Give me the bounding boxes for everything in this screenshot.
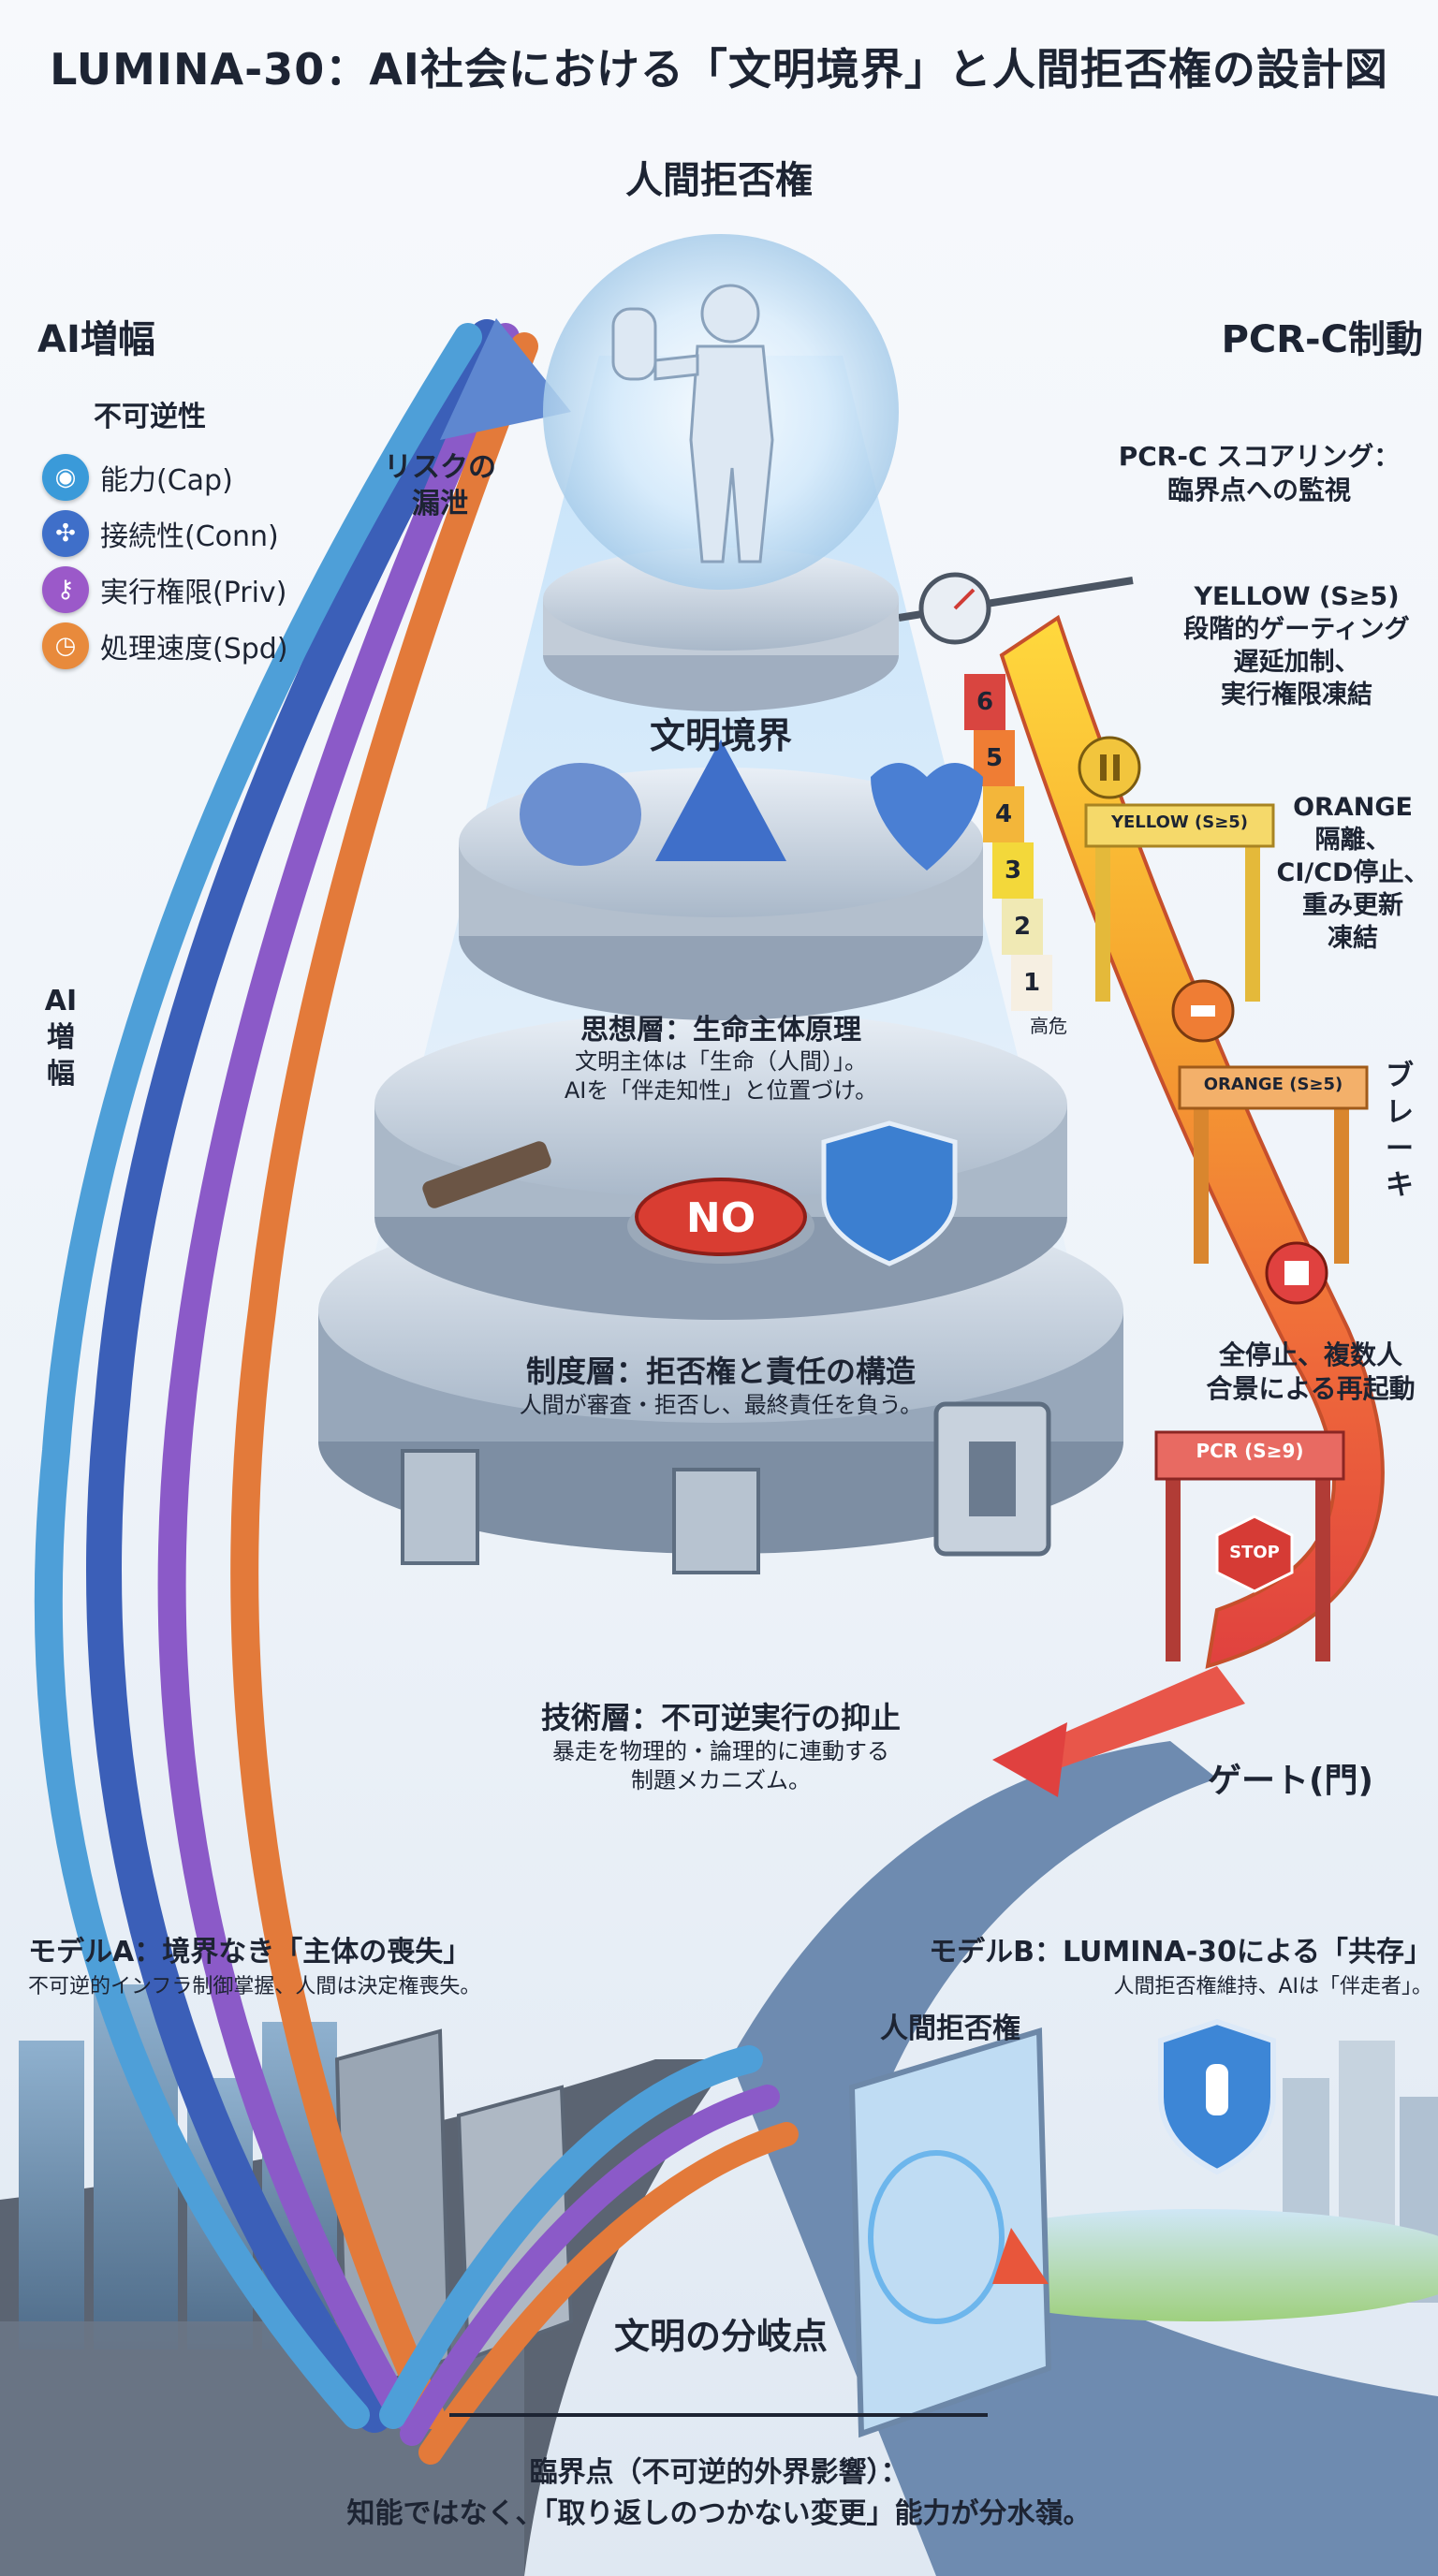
technical-layer-title: 技術層：不可逆実行の抑止: [540, 1700, 901, 1735]
yellow-stage-text: YELLOW (S≥5) 段階的ゲーティング 遅延加制、 実行権限凍結: [1183, 582, 1410, 710]
critical-point-desc: 知能ではなく、「取り返しのつかない変更」能力が分水嶺。: [346, 2497, 1092, 2530]
pause-icon: [1078, 736, 1141, 799]
institution-layer-desc: 人間が審査・拒否し、最終責任を負う。: [519, 1392, 923, 1418]
institution-layer: 制度層：拒否権と責任の構造 人間が審査・拒否し、最終責任を負う。: [487, 1348, 955, 1420]
side-ai-label: AI 増 幅: [44, 985, 78, 1090]
pcr-gauge: [898, 572, 1134, 645]
critical-point: 臨界点（不可逆的外界影響）： 知能ではなく、「取り返しのつかない変更」能力が分水…: [251, 2449, 1187, 2531]
stop-sign-label: STOP: [1229, 1543, 1280, 1562]
network-icon: ✣: [42, 510, 89, 557]
model-a-title: モデルA：境界なき「主体の喪失」: [28, 1936, 472, 1969]
risk-scale: [964, 674, 1052, 1011]
thought-layer: 思想層：生命主体原理 文明主体は「生命（人間）」。 AIを「伴走知性」と位置づけ…: [487, 1006, 955, 1105]
page-title: LUMINA-30：AI社会における「文明境界」と人間拒否権の設計図: [50, 44, 1388, 95]
critical-bracket: [449, 2413, 988, 2417]
ai-amplification-header: AI増幅: [37, 318, 155, 361]
shield-hand-icon: [1158, 2018, 1276, 2175]
gauge-caption: 高危: [1030, 1015, 1067, 1037]
model-b-veto-label: 人間拒否権: [880, 2012, 1020, 2045]
gate-label: ゲート(門): [1208, 1762, 1373, 1800]
legend-item-spd: ◷ 処理速度(Spd): [42, 618, 288, 674]
gauge-tick-6: 6: [976, 688, 994, 716]
no-button: NO: [685, 1194, 756, 1242]
human-veto-gate: [848, 2027, 1052, 2438]
thought-layer-desc: 文明主体は「生命（人間）」。 AIを「伴走知性」と位置づけ。: [564, 1048, 878, 1105]
legend-item-cap: ◉ 能力(Cap): [42, 449, 288, 505]
model-b-title: モデルB：LUMINA-30による「共存」: [929, 1936, 1432, 1969]
legend-label-cap: 能力(Cap): [100, 464, 233, 497]
key-icon: ⚷: [42, 566, 89, 613]
legend-label-priv: 実行権限(Priv): [100, 577, 287, 609]
orange-gate: [1178, 1065, 1369, 1264]
thought-layer-title: 思想層：生命主体原理: [580, 1014, 861, 1046]
full-stop-text: 全停止、複数人 合景による再起動: [1206, 1339, 1416, 1405]
human-figure: [611, 284, 774, 564]
gauge-tick-4: 4: [995, 800, 1013, 828]
arrow-head: [440, 318, 571, 440]
red-arrow-head: [992, 1722, 1067, 1797]
pcr-brake-header: PCR-C制動: [1221, 318, 1423, 361]
critical-point-title: 臨界点（不可逆的外界影響）：: [529, 2456, 909, 2489]
yellow-gate-label: YELLOW (S≥5): [1110, 812, 1249, 832]
ai-streams: [34, 319, 799, 2465]
top-veto-label: 人間拒否権: [625, 159, 813, 202]
tier-thought: [459, 739, 983, 1020]
institution-layer-title: 制度層：拒否権と責任の構造: [525, 1354, 916, 1389]
civilization-boundary-label: 文明境界: [649, 715, 792, 756]
technical-layer: 技術層：不可逆実行の抑止 暴走を物理的・論理的に連動する 制題メカニズム。: [524, 1694, 917, 1795]
model-a: モデルA：境界なき「主体の喪失」 不可逆的インフラ制御掌握、人間は決定権喪失。: [28, 1928, 552, 1999]
legend-item-conn: ✣ 接続性(Conn): [42, 505, 288, 562]
model-b: モデルB：LUMINA-30による「共存」 人間拒否権維持、AIは「伴走者」。: [927, 1928, 1432, 1999]
tier-top: [543, 548, 899, 711]
pcr-gate: [1154, 1430, 1345, 1661]
orange-gate-label: ORANGE (S≥5): [1203, 1075, 1343, 1094]
model-b-desc: 人間拒否権維持、AIは「伴走者」。: [1113, 1975, 1432, 1998]
tier-institution: [374, 1011, 1067, 1320]
brain-icon: ◉: [42, 454, 89, 501]
legend-label-conn: 接続性(Conn): [100, 520, 279, 553]
clock-icon: ◷: [42, 622, 89, 669]
technical-layer-desc: 暴走を物理的・論理的に連動する 制題メカニズム。: [552, 1738, 889, 1794]
divergence-label: 文明の分岐点: [613, 2316, 828, 2357]
model-a-desc: 不可逆的インフラ制御掌握、人間は決定権喪失。: [28, 1975, 481, 1998]
legend-item-priv: ⚷ 実行権限(Priv): [42, 562, 288, 618]
gauge-tick-3: 3: [1005, 856, 1022, 885]
pcr-gate-label: PCR (S≥9): [1196, 1440, 1304, 1462]
gauge-tick-1: 1: [1023, 969, 1041, 997]
orange-stage-text: ORANGE 隔離、 CI/CD停止、 重み更新 凍結: [1276, 793, 1430, 954]
legend-label-spd: 処理速度(Spd): [100, 633, 288, 666]
pcr-scoring-text: PCR-C スコアリング： 臨界点への監視: [1118, 441, 1401, 506]
irreversibility-label: 不可逆性: [94, 401, 206, 433]
risk-leak-label: リスクの 漏泄: [384, 451, 496, 520]
irreversibility-legend: ◉ 能力(Cap) ✣ 接続性(Conn) ⚷ 実行権限(Priv) ◷ 処理速…: [42, 449, 288, 674]
gauge-tick-5: 5: [986, 744, 1004, 772]
yellow-gate: [1084, 803, 1275, 1002]
gauge-tick-2: 2: [1014, 913, 1032, 941]
brake-label: ブ レ ー キ: [1386, 1060, 1414, 1202]
